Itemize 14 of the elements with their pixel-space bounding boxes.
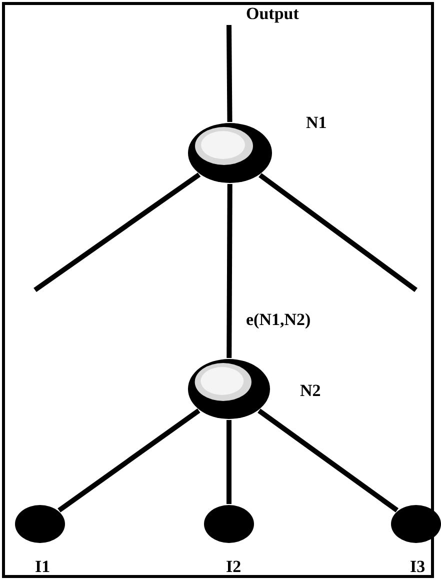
connector-line [226, 420, 232, 504]
node-label: I1 [35, 558, 50, 575]
connector-line [58, 408, 200, 512]
node-label: I3 [410, 558, 426, 575]
output-label: Output [246, 5, 300, 22]
node-label: N1 [306, 114, 327, 131]
node-label: N2 [300, 382, 321, 399]
edge-label: e(N1,N2) [245, 310, 312, 329]
connector-line [258, 173, 418, 292]
connector-line [34, 172, 201, 292]
connector-line [258, 408, 398, 512]
connector-line [226, 24, 232, 122]
connector-line [226, 184, 232, 358]
node-label: I2 [226, 558, 242, 575]
